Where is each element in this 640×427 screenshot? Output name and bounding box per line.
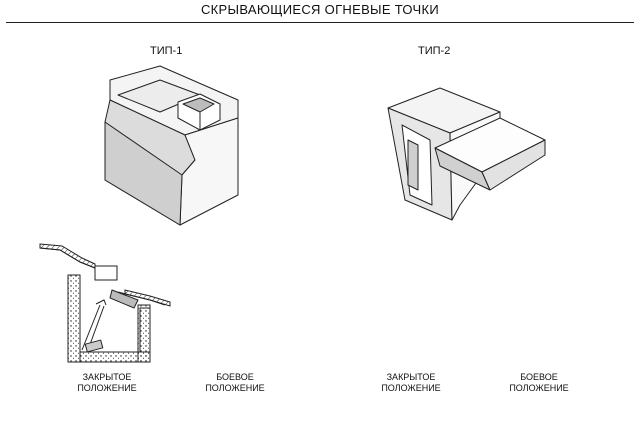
type-1-isometric-block [104, 65, 239, 226]
diagram-title: СКРЫВАЮЩИЕСЯ ОГНЕВЫЕ ТОЧКИ [200, 2, 439, 17]
type-1-closed-section [39, 243, 171, 363]
type-1-closed-caption: ЗАКРЫТОЕ ПОЛОЖЕНИЕ [52, 372, 162, 394]
type-2-closed-caption: ЗАКРЫТОЕ ПОЛОЖЕНИЕ [356, 372, 466, 394]
caption-line: ПОЛОЖЕНИЕ [77, 383, 137, 393]
caption-line: БОЕВОЕ [216, 372, 254, 382]
type-2-combat-caption: БОЕВОЕ ПОЛОЖЕНИЕ [484, 372, 594, 394]
caption-line: ПОЛОЖЕНИЕ [381, 383, 441, 393]
title-underline [6, 22, 634, 23]
caption-line: БОЕВОЕ [520, 372, 558, 382]
caption-line: ЗАКРЫТОЕ [386, 372, 436, 382]
caption-line: ПОЛОЖЕНИЕ [205, 383, 265, 393]
type-2-label: ТИП-2 [418, 45, 451, 57]
type-2-isometric-block [387, 87, 546, 221]
type-1-combat-caption: БОЕВОЕ ПОЛОЖЕНИЕ [180, 372, 290, 394]
caption-line: ПОЛОЖЕНИЕ [509, 383, 569, 393]
type-1-label: ТИП-1 [150, 45, 183, 57]
caption-line: ЗАКРЫТОЕ [82, 372, 132, 382]
